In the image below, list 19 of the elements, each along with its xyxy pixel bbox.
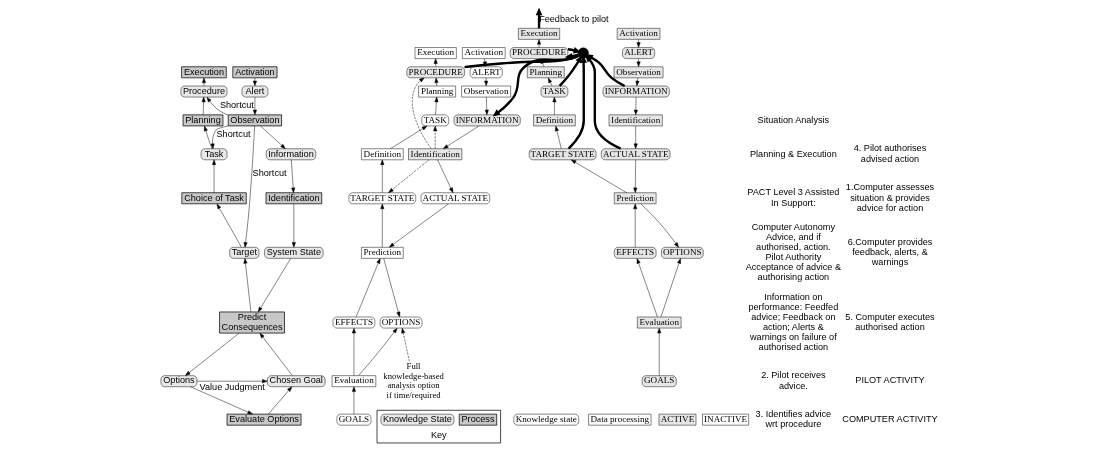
- label: COMPUTER ACTIVITY: [842, 413, 938, 424]
- label: 3. Identifies advice wrt procedure: [755, 408, 832, 429]
- label: Situation Analysis: [757, 114, 830, 125]
- label: Planning & Execution: [749, 148, 837, 159]
- label: 1.Computer assesses situation & provides advice for action: [845, 182, 935, 213]
- edge-label: Shortcut: [252, 168, 287, 179]
- label: PACT Level 3 Assisted In Support:: [747, 187, 840, 208]
- label: 4. Pilot authorises advised action: [853, 143, 927, 164]
- label: 6.Computer provides feedback, alerts, & warnings: [847, 236, 933, 268]
- edge-label: Feedback to pilot: [539, 13, 609, 24]
- label: 5. Computer executes authorised action: [845, 311, 935, 332]
- label: Information on performance: Feedfed advice; Feedback on action; Alerts & warnings on failure of authorised action: [748, 291, 839, 353]
- node-text: Full knowledge-based analysis option if time/required: [383, 360, 444, 400]
- edge-label: Shortcut: [219, 100, 254, 111]
- label: Computer Autonomy Advice, and if authorised, action. Pilot Authority Acceptance of advice & authorising action: [745, 221, 842, 283]
- edge-label: Value Judgment: [199, 381, 265, 392]
- label: PILOT ACTIVITY: [855, 375, 925, 386]
- label: 2. Pilot receives advice.: [761, 370, 826, 391]
- edge-label: Shortcut: [216, 129, 251, 140]
